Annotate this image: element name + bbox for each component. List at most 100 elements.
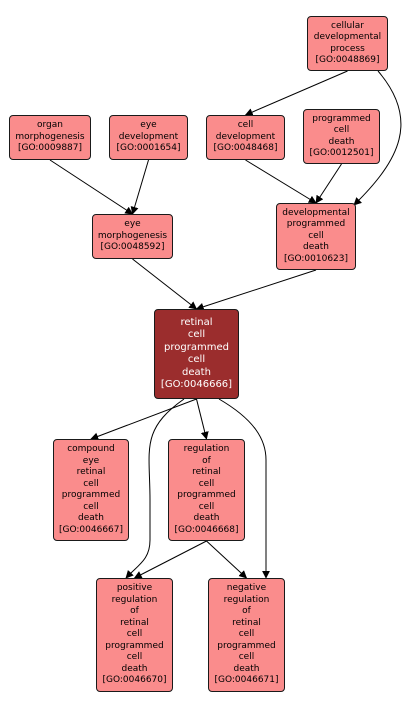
edge-eye_morph-to-retinal_pcd <box>132 258 198 310</box>
node-label-line: retinal <box>76 467 106 477</box>
node-label-line: eye <box>82 455 100 466</box>
edge-eye_dev-to-eye_morph <box>130 159 149 215</box>
node-label-line: developmental <box>282 207 350 218</box>
edge-organ_morph-to-eye_morph <box>49 159 134 215</box>
node-label-line: eye <box>140 120 157 131</box>
node-label-line: [GO:0046667] <box>58 524 124 535</box>
node-label-line: programmed <box>312 113 371 124</box>
node-label-line: death <box>233 663 260 674</box>
node-label-line: eye <box>124 219 141 230</box>
edge-pcd-to-dev_pcd <box>315 163 342 204</box>
node-label-line: cell <box>308 230 324 241</box>
node-label-line: morphogenesis <box>15 131 85 142</box>
node-label-line: cell <box>238 629 255 640</box>
node-label-line: [GO:0048869] <box>315 55 380 65</box>
node-label-line: cell <box>333 125 350 135</box>
node-label-line: programmed <box>105 640 164 651</box>
node-label-line: of <box>202 455 211 466</box>
node-label-line: death <box>328 136 355 147</box>
node-label-line: [GO:0046671] <box>214 675 279 686</box>
node-label-line: regulation <box>111 594 158 605</box>
edge-retinal_pcd-to-pos_reg <box>125 398 185 579</box>
node-label-line: death <box>121 663 148 674</box>
edge-cell_dev_process-to-dev_pcd <box>353 70 402 206</box>
node-label-line: death <box>193 513 220 523</box>
edge-retinal_pcd-to-reg_retinal <box>196 398 209 440</box>
node-label-line: morphogenesis <box>97 230 168 241</box>
node-label-line: [GO:0046666] <box>160 379 233 390</box>
node-label-line: death <box>77 513 104 523</box>
node-label-line: cell <box>187 329 206 340</box>
node-label-line: negative <box>226 583 267 594</box>
node-label-line: cell <box>198 501 215 512</box>
edge-reg_retinal-to-pos_reg <box>133 540 207 579</box>
edge-reg_retinal-to-neg_reg <box>206 540 248 579</box>
node-label-line: death <box>302 242 329 253</box>
node-label-line: [GO:0048468] <box>213 143 278 154</box>
node-label-line: developmental <box>313 32 382 42</box>
node-label-line: compound <box>67 444 115 454</box>
node-label-line: cellular <box>331 20 364 31</box>
node-label-line: programmed <box>217 640 276 651</box>
node-label-line: programmed <box>286 219 346 230</box>
node-label-line: development <box>215 131 276 142</box>
node-label-line: cell <box>126 652 143 663</box>
node-label-line: organ <box>37 120 63 131</box>
node-label-line: cell <box>83 478 99 489</box>
node-label-line: retinal <box>120 617 149 628</box>
node-label-line: cell <box>238 652 255 663</box>
node-label-line: [GO:0046668] <box>174 524 239 535</box>
node-label-line: cell <box>198 478 215 489</box>
node-label-line: development <box>118 131 179 142</box>
node-label-line: process <box>330 43 365 54</box>
node-label-line: retinal <box>232 617 261 628</box>
node-label-line: of <box>130 606 139 617</box>
edge-retinal_pcd-to-compound_eye <box>90 398 197 441</box>
node-label-line: programmed <box>61 490 121 500</box>
node-label-line: [GO:0001654] <box>116 143 181 154</box>
node-label-line: regulation <box>223 594 270 605</box>
node-label-line: [GO:0010623] <box>283 253 349 264</box>
node-label-line: cell <box>187 354 206 365</box>
node-label-line: [GO:0012501] <box>309 148 374 158</box>
edge-cell_dev_process-to-cell_dev <box>244 70 348 116</box>
node-label-line: programmed <box>164 341 229 353</box>
node-label-line: programmed <box>177 490 236 500</box>
edge-cell_dev-to-dev_pcd <box>245 159 317 204</box>
edge-retinal_pcd-to-neg_reg <box>218 398 270 579</box>
node-label-line: [GO:0048592] <box>100 242 165 253</box>
node-label-line: retinal <box>180 316 213 328</box>
node-label-line: positive <box>116 583 153 594</box>
node-label-line: cell <box>83 501 99 512</box>
edge-dev_pcd-to-retinal_pcd <box>195 269 317 311</box>
node-label-line: [GO:0009887] <box>17 143 83 154</box>
node-label-line: retinal <box>192 467 221 477</box>
node-label-line: cell <box>126 629 143 640</box>
node-label-line: regulation <box>183 444 230 454</box>
